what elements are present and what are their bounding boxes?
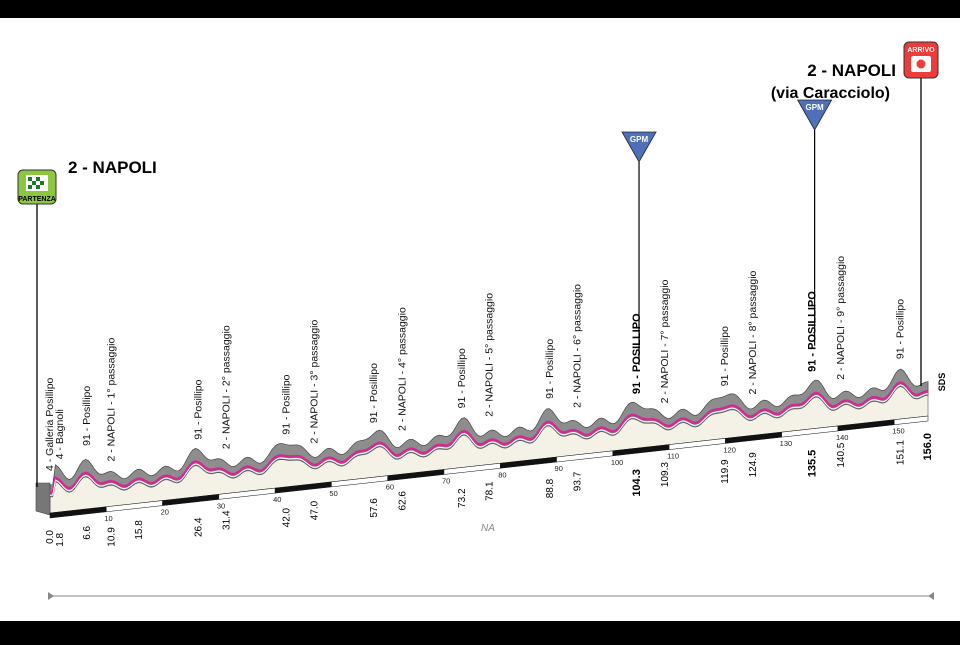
waypoint-km: 109.3 [660,462,671,487]
km-tick-label: 10 [104,514,112,523]
waypoint-label: 2 - NAPOLI - 7° passaggio [659,279,671,403]
waypoint-label: 91 - Posillipo [719,326,731,386]
km-tick-label: 30 [217,501,225,510]
km-tick-label: 50 [329,489,337,498]
waypoint-km: 0.0 [45,530,56,544]
waypoint-label: 2 - NAPOLI - 3° passaggio [309,319,321,443]
waypoint-km: 88.8 [545,478,556,498]
waypoint-label: 91 - Posillipo [81,386,93,446]
waypoint-km: 15.8 [134,520,145,540]
profile-base [35,368,929,516]
km-tick-label: 110 [667,452,679,461]
profile-left-cap [35,482,51,516]
waypoint-label: 91 - POSILLIPO [631,313,643,394]
km-tick-label: 20 [161,508,169,517]
km-bar-segment [893,415,929,426]
waypoint-km: 47.0 [310,500,321,520]
waypoint-label: 2 - NAPOLI - 8° passaggio [747,270,759,394]
waypoint-km: 93.7 [572,471,583,491]
waypoint-label: 4 - Galleria Posillipo [44,377,56,471]
km-tick-label: 80 [498,470,506,479]
waypoint-label: 2 - NAPOLI - 1° passaggio [105,337,117,461]
waypoint-label: 4 - Bagnoli [54,409,66,459]
finish-badge-label: ARRIVO [907,47,935,54]
waypoint-label: 91 - Posillipo [456,348,468,408]
waypoint-km: 42.0 [281,507,292,527]
waypoint-label: 91 - Posillipo [894,299,906,359]
waypoint-km: 156.0 [922,433,934,461]
waypoint-km: 1.8 [55,532,66,546]
waypoint-label: 91 - Posillipo [544,339,556,399]
waypoint-label: 2 - NAPOLI - 2° passaggio [221,325,233,449]
finish-city: 2 - NAPOLI [807,61,896,80]
waypoint-km: 26.4 [194,517,205,537]
waypoint-label: 2 - NAPOLI - 6° passaggio [571,284,583,408]
gpm-marker-icon [796,99,833,131]
waypoint-km: 151.1 [895,440,906,465]
waypoint-km: 104.3 [631,469,643,497]
sds-label: SDS [937,373,947,392]
start-badge: PARTENZA [17,169,57,205]
km-tick-label: 150 [892,427,905,436]
km-tick-label: 140 [836,433,849,442]
km-tick-label: 90 [555,464,563,473]
finish-badge: ARRIVO [903,41,939,79]
waypoint-label: 2 - NAPOLI - 5° passaggio [484,293,496,417]
gpm-marker-icon [621,131,657,163]
waypoint-km: 135.5 [807,450,819,478]
start-badge-label: PARTENZA [18,196,56,203]
waypoint-label: 91 - Posillipo [368,363,380,423]
waypoint-km: 73.2 [457,488,468,508]
km-ticks: 10 20 30 40 50 60 70 80 90 100 110 120 130 140 150 [49,415,929,523]
km-tick-label: 40 [273,495,281,504]
waypoint-km: 31.4 [222,510,233,530]
waypoint-labels: 0.0 4 - Galleria Posillipo 1.8 4 - Bagnoli 6… [44,256,934,547]
markers: GPM GPM [36,78,922,487]
waypoint-label: 2 - NAPOLI - 4° passaggio [396,307,408,431]
waypoint-label: 91 - POSILLIPO [807,291,819,372]
km-tick-label: 100 [611,458,624,467]
waypoint-km: 10.9 [106,527,117,547]
finish-sub: (via Caracciolo) [771,85,890,102]
waypoint-km: 57.6 [369,498,380,518]
waypoint-label: 2 - NAPOLI - 9° passaggio [835,256,847,380]
waypoint-km: 6.6 [82,525,93,539]
km-tick-label: 130 [780,439,793,448]
start-city: 2 - NAPOLI [68,158,157,177]
distance-arrow [48,592,934,600]
paper [0,18,960,621]
waypoint-km: 140.5 [836,442,847,467]
waypoint-km: 119.9 [720,459,731,484]
km-tick-label: 70 [442,476,450,485]
waypoint-label: 91 - Posillipo [193,379,205,439]
profile-route-highlight [49,384,929,496]
gpm-marker-label: GPM [630,135,649,144]
waypoint-km: 124.9 [748,452,759,477]
gpm-marker-label: GPM [806,103,825,112]
road-label: NA [481,523,495,534]
profile-route-line [49,381,929,495]
waypoint-km: 62.6 [397,491,408,511]
waypoint-km: 78.1 [485,481,496,501]
waypoint-label: 91 - Posillipo [280,374,292,434]
km-tick-label: 120 [723,445,736,454]
km-tick-label: 60 [386,483,394,492]
